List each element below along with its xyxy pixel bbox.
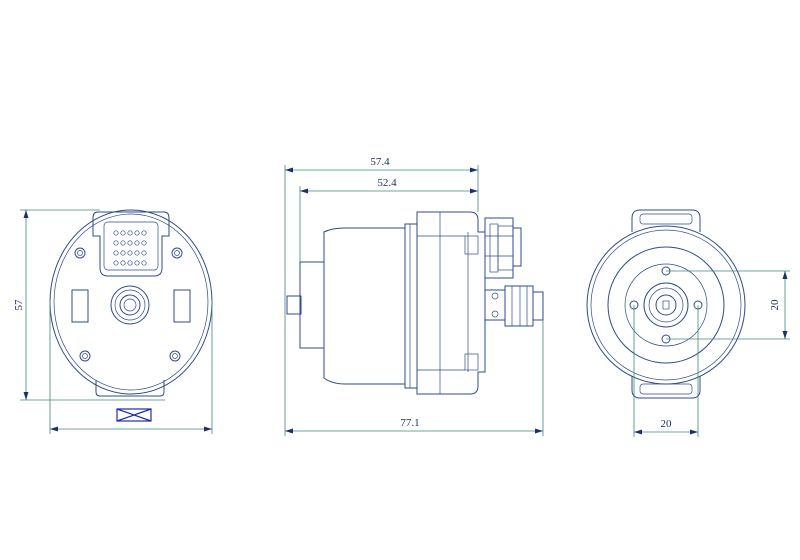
front-view: 57 [13,209,213,434]
front-left-window [71,289,89,323]
connector-pins [113,230,147,266]
front-height-dimension [20,209,165,401]
rear-mid-circle [607,246,725,364]
rear-outer-inner-circle [590,229,742,381]
side-dim-77-1 [285,320,544,436]
side-cylinder-body [323,227,406,385]
front-width-dimension [49,300,213,434]
rear-hub [643,282,689,328]
front-bottom-flange [95,380,165,397]
rear-mounting-holes [629,266,703,344]
rear-horizontal-dimension-value: 20 [661,418,673,430]
side-cable-gland [484,285,544,327]
front-right-window [173,289,191,323]
side-dim-57-4-value: 57.4 [370,156,390,168]
side-gear-housing [416,211,486,395]
side-flange [404,223,418,389]
front-connector-housing [92,211,170,277]
side-view: 57.4 52.4 77.1 [284,156,544,436]
rear-vertical-dimension [666,270,790,340]
side-top-connector [484,217,522,279]
side-dim-52-4 [299,186,478,262]
crossed-rectangle-symbol [116,408,152,422]
rear-ring-circle [624,263,708,347]
side-dim-77-1-value: 77.1 [400,417,419,429]
rear-horizontal-dimension [633,305,699,437]
rear-top-bracket [631,209,701,232]
side-shaft [286,295,302,315]
side-shaft-shoulder [299,261,325,349]
rear-vertical-dimension-value: 20 [769,299,781,311]
rear-view: 20 20 [586,209,790,437]
front-body-outline [49,209,213,395]
rear-outer-circle [586,225,746,385]
side-dim-52-4-value: 52.4 [377,177,397,189]
front-body-inner-outline [53,213,209,391]
front-shaft [110,285,150,325]
front-height-value: 57 [13,299,25,311]
rear-bottom-bracket [631,376,701,399]
side-dim-57-4 [284,165,479,436]
front-mounting-screws [74,247,183,362]
front-connector-face [103,221,159,271]
